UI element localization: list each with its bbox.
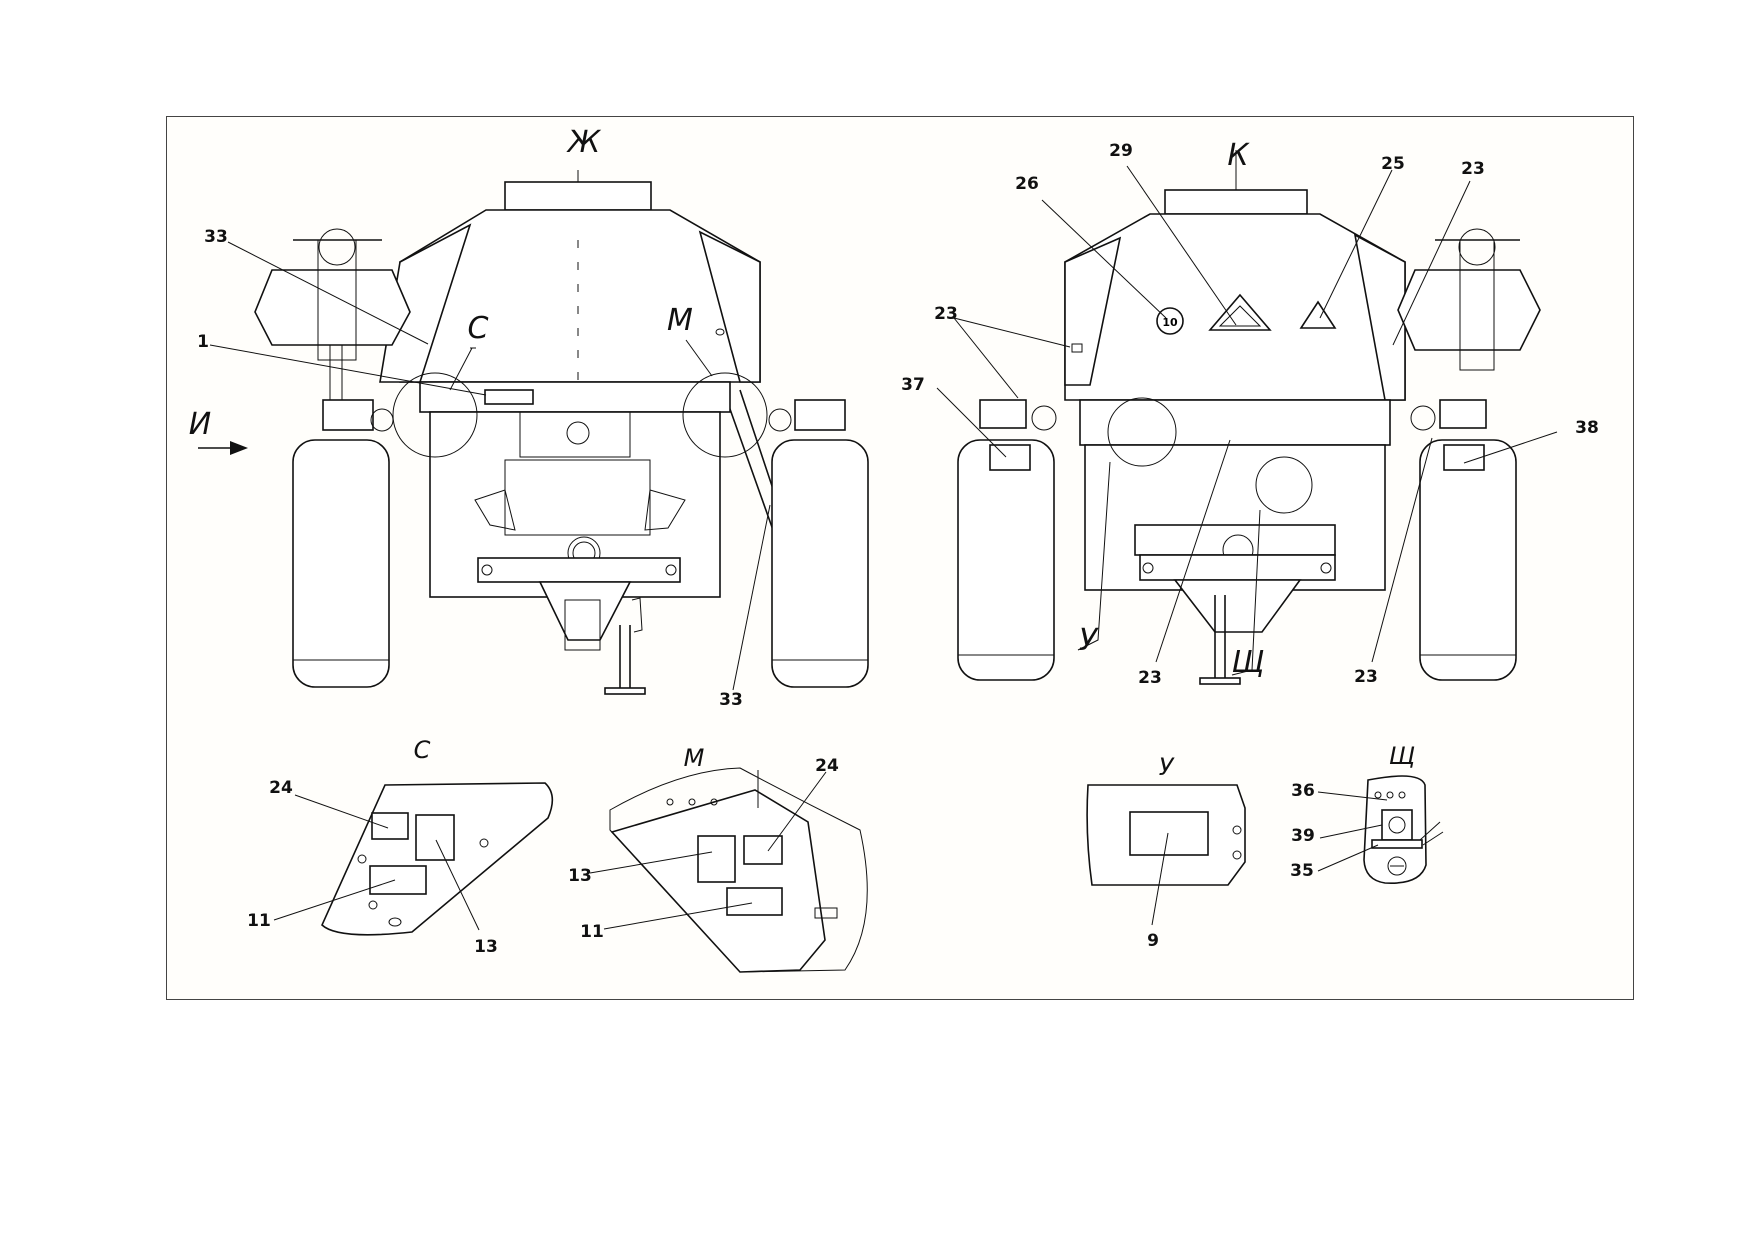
- reflector-38: [1443, 444, 1485, 471]
- left-wheel-zh: [292, 439, 390, 688]
- callout-13-s: 13: [474, 937, 498, 957]
- view-letter-s: С: [414, 736, 431, 764]
- view-letter-i: И: [189, 407, 211, 442]
- view-letter-m: М: [684, 744, 705, 772]
- leader-lines: [209, 165, 1558, 931]
- sticker-11-m: [726, 887, 783, 916]
- callout-25: 25: [1381, 154, 1405, 174]
- sticker-13-m: [697, 835, 736, 883]
- left-wheel-k: [957, 439, 1055, 681]
- sticker-24-m: [743, 835, 783, 865]
- callout-1: 1: [197, 332, 209, 352]
- callout-33-top: 33: [204, 227, 228, 247]
- detail-u: [1086, 784, 1246, 886]
- sticker-11-s: [369, 865, 427, 895]
- triangle-25: [1299, 300, 1337, 329]
- side-attachment-k: [1397, 269, 1541, 351]
- view-letter-shch-top: Щ: [1232, 645, 1265, 680]
- side-attachment-zh: [254, 269, 411, 346]
- view-letter-k: К: [1227, 138, 1250, 173]
- bracket-35: [1371, 839, 1423, 849]
- speed-sign-26: [1156, 307, 1184, 335]
- callout-23-topright: 23: [1461, 159, 1485, 179]
- right-wheel-zh: [771, 439, 869, 688]
- callout-37: 37: [901, 375, 925, 395]
- callout-11-s: 11: [247, 911, 271, 931]
- sticker-13-s: [415, 814, 455, 861]
- detail-circle-m: [682, 372, 768, 458]
- sticker-24-s: [371, 812, 409, 840]
- sign-26-text: 10: [1162, 316, 1178, 329]
- callout-23-left: 23: [934, 304, 958, 324]
- label-plate-1: [484, 389, 534, 405]
- callout-23-bottom: 23: [1138, 668, 1162, 688]
- detail-s: [321, 782, 554, 936]
- callout-26: 26: [1015, 174, 1039, 194]
- callout-13-m: 13: [568, 866, 592, 886]
- callout-39: 39: [1291, 826, 1315, 846]
- view-letters: Ж К И С М У Щ С М У Щ: [189, 125, 1415, 781]
- callout-33-bottom: 33: [719, 690, 743, 710]
- callout-38: 38: [1575, 418, 1599, 438]
- detail-shch: [1363, 775, 1444, 884]
- view-letter-zh: Ж: [566, 125, 602, 160]
- front-view-zh: [198, 170, 869, 695]
- reflector-37: [989, 444, 1031, 471]
- view-letter-u: У: [1159, 753, 1175, 781]
- hopper-top-plate-k: [1164, 189, 1308, 215]
- detail-circle-s: [392, 372, 478, 458]
- view-letter-s-top: С: [468, 311, 489, 346]
- plug-39: [1381, 809, 1413, 841]
- callout-29: 29: [1109, 141, 1133, 161]
- detail-circle-shch: [1255, 456, 1313, 514]
- callout-24-s: 24: [269, 778, 293, 798]
- callout-11-m: 11: [580, 922, 604, 942]
- detail-m: [609, 767, 868, 973]
- view-letter-m-top: М: [667, 303, 693, 338]
- callout-35: 35: [1290, 861, 1314, 881]
- callout-9: 9: [1147, 931, 1159, 951]
- callout-24-m: 24: [815, 756, 839, 776]
- view-letter-u-top: У: [1079, 623, 1099, 658]
- callout-23-bottomright: 23: [1354, 667, 1378, 687]
- hopper-top-plate-zh: [504, 181, 652, 211]
- right-wheel-k: [1419, 439, 1517, 681]
- callout-36: 36: [1291, 781, 1315, 801]
- view-letter-shch: Щ: [1389, 742, 1415, 770]
- rear-view-k: 10: [957, 150, 1541, 685]
- detail-circle-u: [1107, 397, 1177, 467]
- sticker-9: [1129, 811, 1209, 856]
- callout-numbers: 33 1 33 26 29 25 23 23 37 38 23 23 24 11…: [197, 141, 1599, 957]
